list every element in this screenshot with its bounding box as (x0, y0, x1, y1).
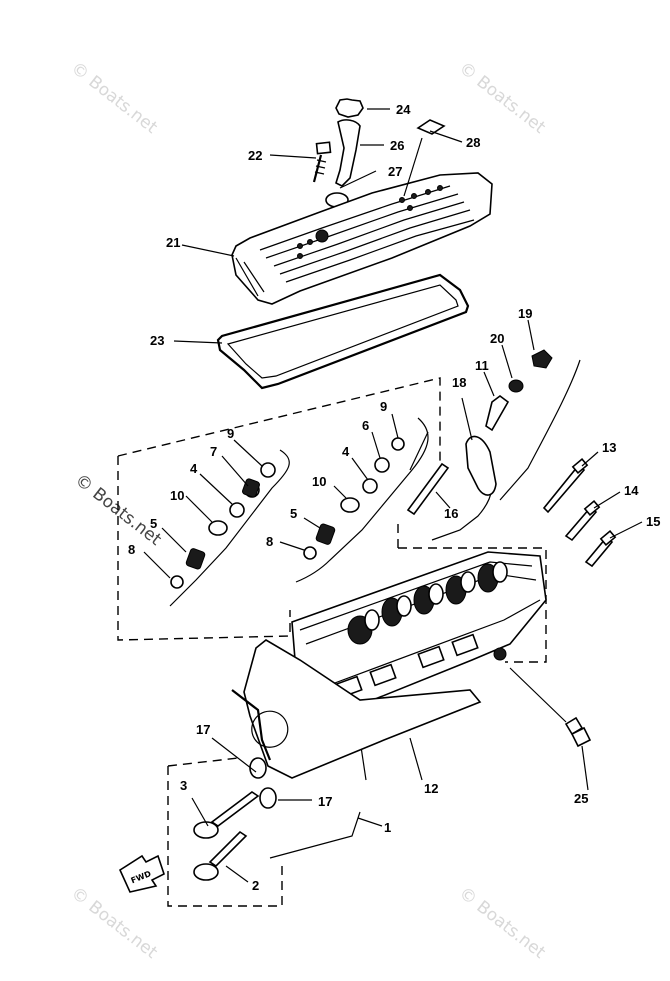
ports (335, 633, 507, 699)
rocker-side-parts (406, 349, 617, 568)
callout-28: 28 (466, 135, 480, 150)
valves (193, 757, 361, 881)
watermark: © Boats.net (455, 883, 549, 963)
oil-filler-cap (335, 98, 364, 118)
watermark: © Boats.net (67, 883, 161, 963)
cylinder-head (291, 551, 547, 781)
rocker-arm (465, 435, 497, 496)
valve-seal (229, 502, 245, 518)
leader-lines (143, 108, 643, 883)
callout-24: 24 (396, 102, 411, 117)
rocker-row (347, 561, 508, 645)
rocker-cover-assembly (216, 98, 493, 390)
nut (508, 379, 524, 393)
callout-15: 15 (646, 514, 660, 529)
head-gasket (243, 639, 482, 779)
valvetrain-group-boundary (117, 377, 441, 641)
callout-9: 9 (380, 399, 387, 414)
valve-keeper (303, 546, 317, 560)
camshaft-group-boundary (397, 520, 547, 663)
rocker-cover (231, 172, 493, 305)
watermark: © Boats.net (455, 58, 549, 138)
callout-6: 6 (362, 418, 369, 433)
callout-17: 17 (318, 794, 332, 809)
valve-spring (185, 548, 206, 570)
callout-1: 1 (384, 820, 391, 835)
valve-seal (362, 478, 378, 494)
callout-25: 25 (574, 791, 588, 806)
valve-spring-parts-left (170, 462, 276, 589)
spring-cap (260, 462, 276, 478)
callout-9: 9 (227, 426, 234, 441)
plug (531, 349, 553, 369)
callout-18: 18 (452, 375, 466, 390)
callout-8: 8 (266, 534, 273, 549)
callout-21: 21 (166, 235, 180, 250)
valve-spring-parts-right (303, 437, 405, 560)
callout-10: 10 (312, 474, 326, 489)
callout-16: 16 (444, 506, 458, 521)
callout-17: 17 (196, 722, 210, 737)
callout-4: 4 (190, 461, 198, 476)
exhaust-valve (208, 830, 248, 868)
intake-valve (210, 791, 260, 827)
rocker-cover-bolt (312, 141, 332, 183)
valve-guide (259, 787, 277, 809)
callout-19: 19 (518, 306, 532, 321)
callout-7: 7 (210, 444, 217, 459)
callout-8: 8 (128, 542, 135, 557)
callout-27: 27 (388, 164, 402, 179)
rocker-cover-gasket (216, 273, 470, 390)
rocker-stud (485, 395, 510, 432)
callout-26: 26 (390, 138, 404, 153)
forward-direction-arrow: FWD (118, 854, 165, 893)
callout-labels: 24 26 22 28 27 21 23 19 20 11 18 9 6 9 4… (128, 102, 660, 893)
label-plate (416, 119, 446, 135)
valve-keeper (170, 575, 184, 589)
callout-22: 22 (248, 148, 262, 163)
breather-hose (335, 119, 361, 187)
valve-guide (249, 757, 267, 779)
cover-bolt-holes (297, 185, 443, 259)
spring-cap (391, 437, 405, 451)
valve-spring (315, 523, 336, 545)
callout-11: 11 (475, 358, 489, 373)
spring-seat (208, 520, 228, 536)
valve-group-boundary (167, 757, 283, 907)
push-rod (406, 462, 450, 516)
callout-2: 2 (252, 878, 259, 893)
callout-14: 14 (624, 483, 639, 498)
callout-3: 3 (180, 778, 187, 793)
callout-5: 5 (290, 506, 297, 521)
callout-23: 23 (150, 333, 164, 348)
spark-plug (509, 667, 592, 791)
spring-retainer (374, 457, 390, 473)
callout-12: 12 (424, 781, 438, 796)
watermark: © Boats.net (67, 58, 161, 138)
callout-10: 10 (170, 488, 184, 503)
valve-spring (242, 478, 260, 498)
callout-4: 4 (342, 444, 350, 459)
spring-seat (340, 497, 360, 513)
callout-5: 5 (150, 516, 157, 531)
callout-13: 13 (602, 440, 616, 455)
callout-20: 20 (490, 331, 504, 346)
